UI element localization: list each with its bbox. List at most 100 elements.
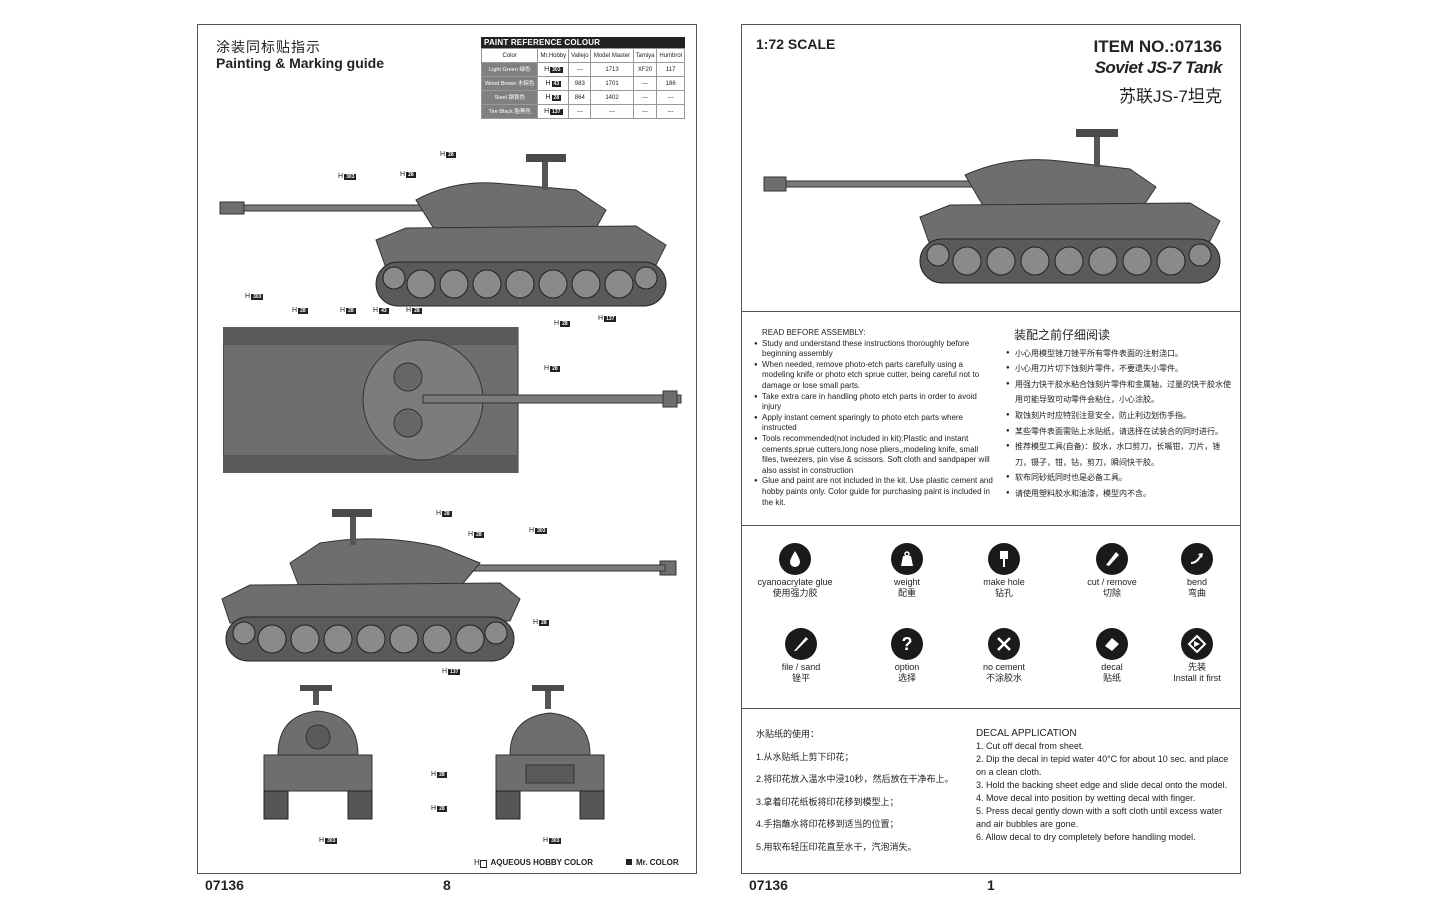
vallejo-code: 864 bbox=[568, 90, 592, 105]
symbol-cyanoacrylate-glue: cyanoacrylate glue 使用强力胶 bbox=[745, 543, 845, 599]
paint-reference-table: PAINT REFERENCE COLOUR Color Mr.Hobby Va… bbox=[480, 37, 685, 119]
decal-instructions-cn: 水贴纸的使用： 1.从水贴纸上剪下印花； 2.将印花放入温水中浸10秒，然后放在… bbox=[756, 728, 976, 863]
tamiya-code: XF20 bbox=[632, 62, 658, 77]
decal-title-cn: 水贴纸的使用： bbox=[756, 729, 820, 739]
model-master-code: 1701 bbox=[590, 76, 634, 91]
symbol-weight: weight 配重 bbox=[857, 543, 957, 599]
decal-step: 3. Hold the backing sheet edge and slide… bbox=[976, 780, 1228, 790]
assembly-note: Apply instant cement sparingly to photo … bbox=[754, 413, 994, 434]
decal-step: 6. Allow decal to dry completely before … bbox=[976, 832, 1196, 842]
model-master-code: 1713 bbox=[590, 62, 634, 77]
paint-table-header: Tamiya bbox=[632, 48, 658, 63]
file-icon bbox=[785, 628, 817, 660]
tank-side-view-right bbox=[221, 509, 677, 662]
humbrol-code: --- bbox=[656, 104, 685, 119]
assembly-note-cn: 某些零件表面需贴上水贴纸，请选择在试装合的同时进行。 bbox=[1006, 424, 1236, 440]
decal-instructions-en: DECAL APPLICATION 1. Cut off decal from … bbox=[976, 727, 1238, 844]
tank-front-view bbox=[263, 685, 373, 820]
tamiya-code: --- bbox=[632, 90, 658, 105]
question-icon: ? bbox=[891, 628, 923, 660]
assembly-notes-title-cn: 装配之前仔细阅读 bbox=[1014, 328, 1111, 342]
paint-reference-title: PAINT REFERENCE COLOUR bbox=[481, 37, 685, 48]
decal-step-cn: 2.将印花放入温水中浸10秒，然后放在干净布上。 bbox=[756, 774, 954, 784]
symbol-make-hole: make hole 钻孔 bbox=[954, 543, 1054, 599]
paint-table-header: Color bbox=[480, 48, 539, 63]
page-number: 8 bbox=[443, 877, 451, 893]
vallejo-code: 983 bbox=[568, 76, 592, 91]
section-divider bbox=[742, 708, 1240, 709]
symbol-file-sand: file / sand 锉平 bbox=[751, 628, 851, 684]
cut-icon bbox=[1096, 543, 1128, 575]
symbol-option: ? option 选择 bbox=[857, 628, 957, 684]
paint-table-header: Vallejo bbox=[568, 48, 592, 63]
paint-color-name: Steel 钢铁色 bbox=[480, 90, 539, 105]
legend-aqueous: H AQUEOUS HOBBY COLOR bbox=[474, 858, 593, 868]
assembly-note-cn: 推荐模型工具(自备)：胶水，水口剪刀，长嘴钳，刀片，锉刀，镊子，钳，钻，剪刀，瞬… bbox=[1006, 439, 1236, 470]
assembly-note: Tools recommended(not included in kit):P… bbox=[754, 434, 994, 476]
paint-table-header-row: Color Mr.Hobby Vallejo Model Master Tami… bbox=[480, 48, 685, 63]
decal-step-cn: 4.手指蘸水将印花移到适当的位置； bbox=[756, 819, 899, 829]
symbol-bend: bend 弯曲 bbox=[1147, 543, 1247, 599]
assembly-note: Glue and paint are not included in the k… bbox=[754, 476, 994, 508]
model-master-code: 1402 bbox=[590, 90, 634, 105]
product-name-cn: 苏联JS-7坦克 bbox=[1119, 87, 1222, 106]
decal-step-cn: 5.用软布轻压印花直至水干，汽泡消失。 bbox=[756, 841, 917, 852]
painting-guide-title-cn: 涂装同标贴指示 bbox=[216, 39, 321, 55]
assembly-note: Study and understand these instructions … bbox=[754, 339, 994, 360]
humbrol-code: 117 bbox=[656, 62, 685, 77]
bend-icon bbox=[1181, 543, 1213, 575]
weight-icon bbox=[891, 543, 923, 575]
tank-top-view bbox=[223, 327, 682, 473]
assembly-note-cn: 取蚀刻片时应特别注意安全，防止利边划伤手指。 bbox=[1006, 408, 1236, 424]
symbol-no-cement: no cement 不涂胶水 bbox=[954, 628, 1054, 684]
assembly-notes-title: READ BEFORE ASSEMBLY: bbox=[762, 328, 866, 337]
tamiya-code: --- bbox=[632, 104, 658, 119]
decal-step-cn: 1.从水贴纸上剪下印花； bbox=[756, 751, 854, 762]
symbol-cut-remove: cut / remove 切除 bbox=[1062, 543, 1162, 599]
section-divider bbox=[742, 311, 1240, 312]
decal-step: 2. Dip the decal in tepid water 40°C for… bbox=[976, 754, 1229, 777]
paint-table-header: Model Master bbox=[590, 48, 634, 63]
paint-color-name: Light Green 绿色 bbox=[480, 62, 539, 77]
symbol-decal: decal 贴纸 bbox=[1062, 628, 1162, 684]
footer-item-code: 07136 bbox=[749, 877, 788, 893]
decal-title: DECAL APPLICATION bbox=[976, 728, 1077, 739]
product-name: Soviet JS-7 Tank bbox=[1094, 58, 1223, 77]
painting-guide-page: 涂装同标贴指示 Painting & Marking guide PAINT R… bbox=[197, 24, 697, 874]
assembly-note-cn: 用强力快干胶水粘合蚀刻片零件和金属轴，过量的快干胶水使用可能导致可动零件会粘住，… bbox=[1006, 377, 1236, 408]
decal-step-cn: 3.拿着印花纸板将印花移到模型上； bbox=[756, 796, 899, 807]
page-number: 1 bbox=[987, 877, 995, 893]
vallejo-code: --- bbox=[568, 104, 592, 119]
assembly-note-cn: 软布同砂纸同时也是必备工具。 bbox=[1006, 470, 1236, 486]
tank-illustration bbox=[763, 129, 1221, 284]
decal-step: 4. Move decal into position by wetting d… bbox=[976, 793, 1196, 803]
model-master-code: --- bbox=[590, 104, 634, 119]
assembly-note-cn: 小心用模型锉刀锉平所有零件表面的注射浇口。 bbox=[1006, 346, 1236, 362]
footer-item-code: 07136 bbox=[205, 877, 244, 893]
assembly-note-cn: 请使用塑料胶水和油漆，模型内不含。 bbox=[1006, 486, 1236, 502]
paint-color-name: Wood Brown 木棕色 bbox=[480, 76, 539, 91]
painting-guide-title: Painting & Marking guide bbox=[216, 55, 385, 71]
